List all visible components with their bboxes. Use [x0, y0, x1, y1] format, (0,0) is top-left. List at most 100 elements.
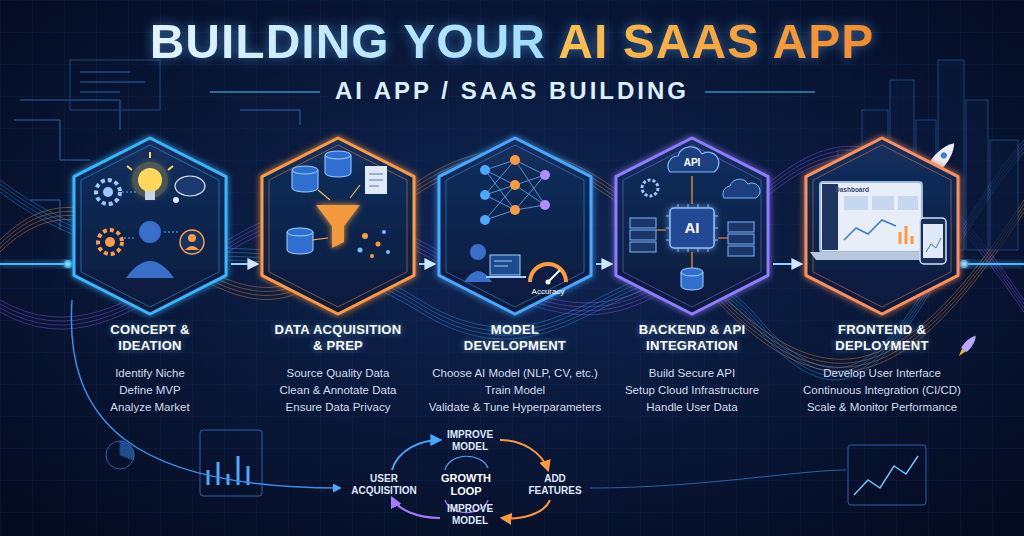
- subtitle: AI APP / SAAS BUILDING: [335, 76, 689, 105]
- growth-loop-arrows: [500, 440, 548, 470]
- stage-step: Validate & Tune Hyperparameters: [387, 400, 643, 414]
- concept-illustration: [139, 221, 161, 243]
- loop-step: USER ACQUISITION: [344, 473, 424, 497]
- stage-heading: BACKEND & API INTEGRATION: [631, 322, 753, 354]
- stage-heading: CONCEPT & IDEATION: [100, 322, 200, 354]
- stage-step: Source Quality Data: [210, 366, 466, 380]
- chart-panel: [120, 441, 134, 460]
- data-illustration: [370, 254, 374, 258]
- model-illustration: [486, 276, 526, 278]
- data-illustration: [386, 250, 390, 254]
- backend-illustration: [670, 208, 714, 248]
- hexagon-inner-frame: [446, 145, 584, 307]
- loop-step: IMPROVE MODEL: [440, 503, 500, 527]
- hexagon-outline: [804, 136, 960, 316]
- data-illustration: [376, 242, 381, 247]
- concept-illustration: [138, 168, 162, 192]
- data-illustration: [382, 230, 386, 234]
- model-illustration: [546, 280, 551, 285]
- chart-panel: [854, 456, 918, 495]
- backend-illustration: [681, 272, 703, 290]
- city-skyline: [966, 100, 988, 250]
- model-illustration: [480, 165, 490, 225]
- concept-illustration: [132, 162, 168, 198]
- circuit-lines: [14, 120, 90, 160]
- city-skyline: [990, 140, 1018, 250]
- backend-illustration: [642, 180, 658, 196]
- growth-loop-arrows: [445, 456, 488, 470]
- concept-illustration: [175, 176, 205, 196]
- rocket-small: [961, 333, 979, 352]
- frontend-illustration: [923, 224, 943, 258]
- loop-center: GROWTH LOOP: [436, 472, 496, 498]
- diagram-title: BUILDING YOUR AI SAAS APP: [150, 16, 875, 68]
- data-illustration: [362, 233, 381, 258]
- concept-illustration: [145, 191, 155, 200]
- chart-panel: [208, 456, 248, 485]
- model-illustration: [480, 215, 490, 225]
- backend-illustration: [630, 218, 656, 228]
- model-illustration: [490, 255, 520, 275]
- stage-step: Ensure Data Privacy: [210, 400, 466, 414]
- stage-step: Continuous Integration (CI/CD): [754, 383, 1010, 397]
- data-illustration: [287, 228, 313, 236]
- concept-illustration: [185, 246, 199, 250]
- chart-panel: [106, 441, 134, 469]
- backend-illustration: [668, 147, 719, 172]
- model-illustration: [540, 170, 550, 210]
- backend-illustration: [630, 230, 656, 240]
- model-illustration: [480, 190, 490, 200]
- frontend-illustration: [920, 218, 946, 264]
- growth-loop-arrows: [502, 500, 550, 518]
- data-illustration: [287, 232, 313, 254]
- data-illustration: [325, 155, 351, 177]
- api-badge: API: [684, 157, 701, 169]
- model-illustration: [540, 170, 550, 180]
- growth-loop-arrows: [392, 498, 440, 518]
- data-illustration: [358, 248, 363, 253]
- backend-illustration: [728, 246, 754, 256]
- model-illustration: [480, 165, 490, 175]
- model-illustration: [510, 205, 520, 215]
- screen-caption: Dashboard: [835, 186, 869, 194]
- stage-hexagon: BACKEND & API INTEGRATIONBuild Secure AP…: [614, 136, 770, 416]
- frontend-illustration: [898, 196, 918, 210]
- data-illustration: [316, 205, 360, 248]
- data-illustration: [325, 151, 351, 159]
- model-illustration: [540, 200, 550, 210]
- hexagon-outline: [437, 136, 593, 316]
- stage-heading: FRONTEND & DEPLOYMENT: [826, 322, 938, 354]
- chart-panel: [106, 430, 926, 505]
- concept-illustration: [103, 187, 113, 197]
- stage-step: Develop User Interface: [754, 366, 1010, 380]
- flow-line: [0, 263, 68, 265]
- growth-loop-arrows: [71, 300, 340, 488]
- frontend-illustration: [872, 196, 894, 210]
- loop-step: IMPROVE MODEL: [440, 429, 500, 453]
- rocket-small: [957, 349, 965, 358]
- circuit-lines: [80, 72, 145, 92]
- flow-arrow: [596, 263, 611, 265]
- chart-panel: [848, 445, 926, 505]
- stage-hexagon: MODEL DEVELOPMENTChoose AI Model (NLP, C…: [437, 136, 593, 416]
- rocket: [940, 151, 948, 159]
- frontend-illustration: [926, 238, 941, 252]
- circuit-lines: [240, 110, 300, 125]
- backend-illustration: [656, 176, 728, 268]
- growth-loop-arrows: [392, 440, 440, 470]
- chip-label: AI: [685, 219, 700, 237]
- frontend-illustration: [810, 182, 946, 264]
- stage-step: Choose AI Model (NLP, CV, etc.): [387, 366, 643, 380]
- model-illustration: [510, 155, 520, 165]
- backend-illustration: [666, 204, 718, 252]
- data-illustration: [365, 166, 387, 194]
- growth-loop-arrows: [590, 470, 846, 488]
- stage-step: Build Secure API: [564, 366, 820, 380]
- backend-illustration: [728, 222, 754, 232]
- backend-illustration: [630, 147, 760, 290]
- stage-step: Identify Niche: [22, 366, 278, 380]
- circuit-lines: [30, 200, 60, 230]
- subtitle-rules: [705, 91, 815, 92]
- stage-heading: DATA ACQUISITION & PREP: [268, 322, 408, 354]
